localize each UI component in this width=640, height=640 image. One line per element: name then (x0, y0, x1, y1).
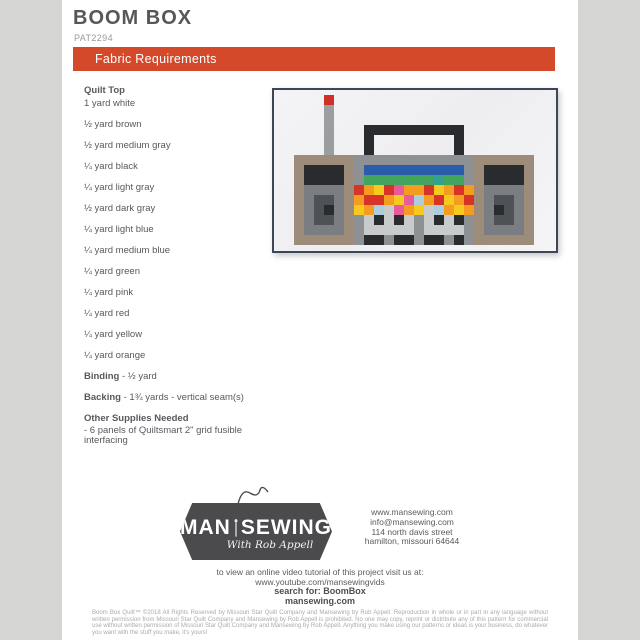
fabric-item: ½ yard medium gray (84, 140, 171, 151)
pattern-number: PAT2294 (74, 33, 113, 43)
fabric-item: ¼ yard orange (84, 350, 146, 361)
document-page: BOOM BOX PAT2294 Fabric Requirements Qui… (62, 0, 578, 640)
video-cta-line1: to view an online video tutorial of this… (216, 567, 424, 577)
fabric-item: ¼ yard medium blue (84, 245, 171, 256)
fabric-list: 1 yard white ½ yard brown ½ yard medium gr… (84, 99, 274, 403)
legal-text: Boom Box Quilt™ ©2018 All Rights Reserve… (92, 610, 548, 636)
fabric-item: ½ yard brown (84, 119, 142, 130)
fabric-item: 1 yard white (84, 98, 136, 109)
fabric-item: ¼ yard pink (84, 287, 134, 298)
quilt-pixel-grid (284, 95, 544, 245)
contact-line: 114 north davis street (371, 526, 453, 537)
fabric-item: ¼ yard green (84, 266, 140, 277)
logo-tagline: With Rob Appell (226, 539, 314, 551)
fabric-heading: Quilt Top (84, 85, 125, 96)
fabric-section: Quilt Top 1 yard white ½ yard brown ½ yard… (84, 86, 274, 446)
quilt-photo (272, 88, 558, 253)
logo-word-sewing: SEWING (240, 516, 332, 539)
other-supplies-heading: Other Supplies Needed (84, 413, 189, 424)
needle-icon (234, 519, 238, 537)
fabric-requirements-banner: Fabric Requirements (73, 47, 555, 71)
video-cta: to view an online video tutorial of this… (62, 567, 578, 607)
fabric-item: ¼ yard light blue (84, 224, 154, 235)
logo-word-man: MAN (180, 516, 231, 539)
fabric-item: ¼ yard light gray (84, 182, 155, 193)
mansewing-logo-badge: MAN SEWING With Rob Appell (180, 503, 332, 560)
video-cta-search: search for: BoomBox (274, 586, 366, 597)
other-supplies-item: - 6 panels of Quiltsmart 2" grid fusible… (84, 425, 243, 446)
logo-wordmark: MAN SEWING (180, 513, 332, 543)
page-title: BOOM BOX (73, 7, 193, 29)
fabric-item: ¼ yard black (84, 161, 138, 172)
fabric-item: Backing - 1¾ yards - vertical seam(s) (84, 392, 244, 403)
video-cta-url: www.youtube.com/mansewingvids (255, 576, 385, 587)
needle-thread-icon (237, 486, 269, 505)
video-cta-site: mansewing.com (284, 596, 356, 607)
fabric-item: Binding - ½ yard (84, 371, 157, 382)
contact-line: info@mansewing.com (370, 516, 454, 527)
fabric-item: ½ yard dark gray (84, 203, 156, 214)
contact-line: www.mansewing.com (371, 507, 453, 517)
fabric-item: ¼ yard red (84, 308, 130, 319)
fabric-item: ¼ yard yellow (84, 329, 143, 340)
banner-label: Fabric Requirements (95, 52, 217, 66)
contact-line: hamilton, missouri 64644 (364, 536, 460, 547)
